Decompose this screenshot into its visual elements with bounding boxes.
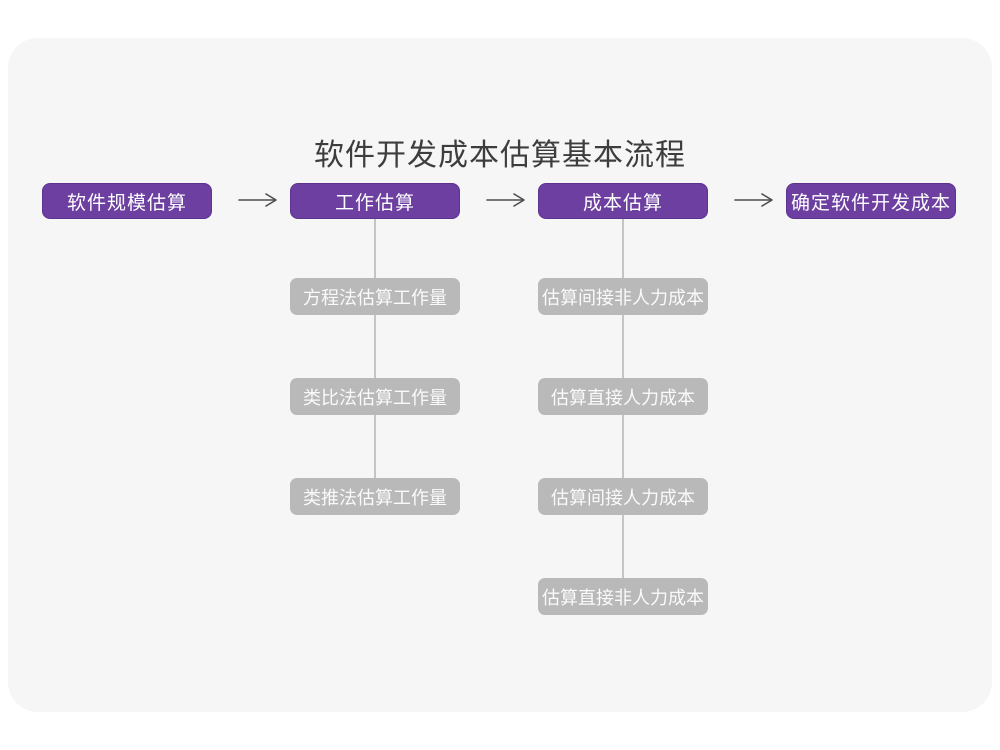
substep-extrapolation-method: 类推法估算工作量	[290, 478, 460, 515]
stage-work-estimation: 工作估算	[290, 183, 460, 219]
substep-equation-method: 方程法估算工作量	[290, 278, 460, 315]
connector-line	[374, 219, 376, 497]
stage-label: 成本估算	[582, 192, 663, 214]
substep-direct-nonlabor-cost: 估算直接非人力成本	[538, 578, 708, 615]
arrow-right-icon	[486, 193, 525, 207]
stage-label: 工作估算	[334, 192, 415, 214]
substep-indirect-nonlabor-cost: 估算间接非人力成本	[538, 278, 708, 315]
substep-label: 估算间接非人力成本	[542, 287, 704, 308]
substep-label: 类比法估算工作量	[303, 387, 447, 408]
substep-label: 估算直接非人力成本	[542, 587, 704, 608]
substep-direct-labor-cost: 估算直接人力成本	[538, 378, 708, 415]
diagram-title: 软件开发成本估算基本流程	[314, 139, 686, 172]
diagram-card: 软件开发成本估算基本流程 软件规模估算 工作估算 成本估算 确定软件开发成本	[8, 38, 992, 712]
arrow-right-icon	[238, 193, 277, 207]
stage-cost-estimation: 成本估算	[538, 183, 708, 219]
arrow-right-icon	[734, 193, 773, 207]
substep-label: 估算间接人力成本	[551, 487, 695, 508]
stage-label: 确定软件开发成本	[790, 192, 951, 214]
substep-indirect-labor-cost: 估算间接人力成本	[538, 478, 708, 515]
stage-label: 软件规模估算	[66, 192, 187, 214]
stage-software-scale-estimation: 软件规模估算	[42, 183, 212, 219]
substep-label: 估算直接人力成本	[551, 387, 695, 408]
substep-label: 方程法估算工作量	[303, 287, 447, 308]
substep-analogy-method: 类比法估算工作量	[290, 378, 460, 415]
stage-determine-development-cost: 确定软件开发成本	[786, 183, 956, 219]
substep-label: 类推法估算工作量	[303, 487, 447, 508]
